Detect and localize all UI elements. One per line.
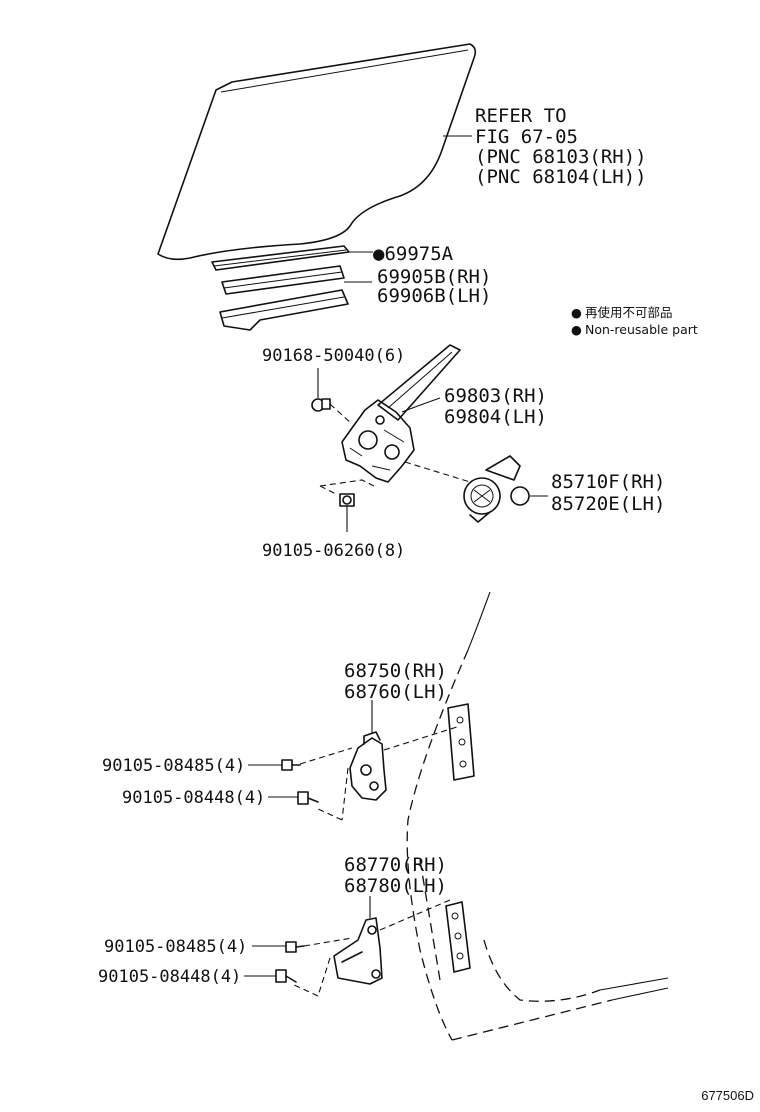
label-lh-bolt-b: 90105-08448(4) bbox=[98, 967, 241, 987]
label-lower-hinge-lh: 68780(LH) bbox=[344, 875, 447, 897]
bolt-90105-06260[interactable] bbox=[319, 479, 375, 532]
label-upper-hinge-lh: 68760(LH) bbox=[344, 681, 447, 703]
label-reg-lh: 69804(LH) bbox=[444, 406, 547, 428]
glass-callout-line2: FIG 67-05 bbox=[475, 126, 578, 148]
label-motor-lh: 85720E(LH) bbox=[551, 493, 665, 515]
legend-jp: 再使用不可部品 bbox=[585, 305, 673, 320]
legend-symbol-en: ● bbox=[571, 322, 582, 337]
upper-hinge-bolt-a[interactable] bbox=[248, 747, 353, 771]
label-reg-rh: 69803(RH) bbox=[444, 385, 547, 407]
bolt-90168[interactable] bbox=[311, 368, 353, 425]
regulator-motor[interactable] bbox=[404, 455, 548, 523]
legend-symbol-jp: ● bbox=[571, 305, 582, 320]
label-lh-bolt-a: 90105-08485(4) bbox=[104, 937, 247, 957]
glass-run-lh[interactable] bbox=[219, 281, 372, 331]
label-lower-hinge-rh: 68770(RH) bbox=[344, 854, 447, 876]
upper-hinge-bolt-b[interactable] bbox=[268, 791, 319, 805]
drawing-code: 677506D bbox=[701, 1088, 754, 1103]
label-uh-bolt-a: 90105-08485(4) bbox=[102, 756, 245, 776]
legend-en: Non-reusable part bbox=[585, 322, 698, 337]
lower-hinge-bolt-a[interactable] bbox=[252, 937, 353, 953]
glass-callout-line4: (PNC 68104(LH)) bbox=[475, 166, 647, 188]
label-bolt-6: 90168-50040(6) bbox=[262, 346, 405, 366]
glass-seal[interactable] bbox=[211, 245, 373, 271]
door-body-outline bbox=[406, 591, 669, 1041]
label-upper-hinge-rh: 68750(RH) bbox=[344, 660, 447, 682]
label-motor-rh: 85710F(RH) bbox=[551, 471, 665, 493]
label-run-lh: 69906B(LH) bbox=[377, 285, 491, 307]
window-regulator[interactable] bbox=[341, 344, 461, 483]
door-glass[interactable] bbox=[157, 43, 477, 261]
glass-run-rh[interactable] bbox=[221, 265, 345, 295]
upper-hinge[interactable] bbox=[315, 700, 475, 821]
label-run-rh: 69905B(RH) bbox=[377, 266, 491, 288]
lower-hinge-bolt-b[interactable] bbox=[244, 969, 297, 983]
lower-hinge[interactable] bbox=[291, 896, 471, 997]
glass-callout-line1: REFER TO bbox=[475, 105, 567, 127]
label-uh-bolt-b: 90105-08448(4) bbox=[122, 788, 265, 808]
glass-callout-line3: (PNC 68103(RH)) bbox=[475, 146, 647, 168]
label-bolt-8: 90105-06260(8) bbox=[262, 541, 405, 561]
label-seal: ●69975A bbox=[373, 243, 454, 265]
